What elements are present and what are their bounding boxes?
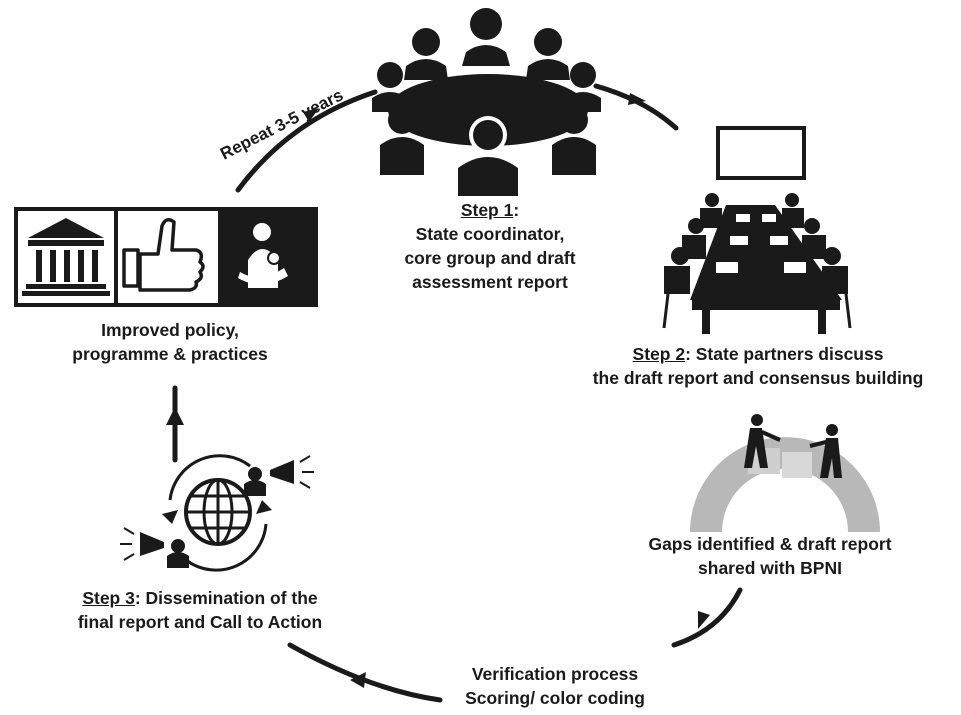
- puzzle-bridge-icon: [690, 414, 880, 532]
- step2-line2: the draft report and consensus building: [592, 368, 924, 388]
- government-building-icon: [22, 218, 110, 296]
- verification-to-step3-arc: [287, 642, 443, 703]
- step1-line3: assessment report: [412, 272, 568, 292]
- cycle-arrows: [166, 83, 743, 703]
- repeat-label: Repeat 3-5 years: [217, 85, 346, 163]
- improved-line1: Improved policy,: [101, 320, 239, 340]
- verification-line2: Scoring/ color coding: [465, 688, 645, 708]
- verification-line1: Verification process: [471, 664, 639, 684]
- step3-label: Step 3: Dissemination of the final repor…: [40, 586, 360, 634]
- gaps-line2: shared with BPNI: [698, 558, 842, 578]
- step3-line2: final report and Call to Action: [77, 612, 323, 632]
- breastfeeding-icon: [238, 223, 288, 288]
- step2-heading: Step 2: [632, 344, 686, 364]
- step3-heading: Step 3: [82, 588, 135, 608]
- step1-to-step2-arrowhead: [628, 93, 646, 105]
- step1-heading: Step 1: [460, 200, 514, 220]
- verification-to-step3-arrowhead: [350, 672, 366, 688]
- step1-line2: core group and draft: [404, 248, 576, 268]
- step1-label: Step 1: State coordinator, core group an…: [380, 198, 600, 294]
- repeat-arc: [235, 89, 378, 193]
- step1-line1: State coordinator,: [415, 224, 565, 244]
- step2-label: Step 2: State partners discuss the draft…: [558, 342, 958, 390]
- gaps-to-verification-arc: [671, 587, 743, 648]
- globe-megaphone-icon: [120, 454, 314, 572]
- step3-to-improved-arrowhead: [166, 407, 184, 425]
- thumbs-up-icon: [122, 218, 205, 292]
- conference-room-icon: [662, 126, 852, 334]
- gaps-line1: Gaps identified & draft report: [648, 534, 892, 554]
- repeat-arrowhead: [303, 108, 319, 122]
- step1-to-step2-arc: [593, 83, 679, 131]
- improved-line2: programme & practices: [72, 344, 268, 364]
- step3-line1: : Dissemination of the: [134, 588, 318, 608]
- improved-label: Improved policy, programme & practices: [20, 318, 320, 366]
- gaps-label: Gaps identified & draft report shared wi…: [620, 532, 920, 580]
- step2-line1: : State partners discuss: [685, 344, 884, 364]
- round-table-meeting-icon: [372, 8, 601, 196]
- verification-label: Verification process Scoring/ color codi…: [440, 662, 670, 710]
- gaps-to-verification-arrowhead: [698, 611, 710, 629]
